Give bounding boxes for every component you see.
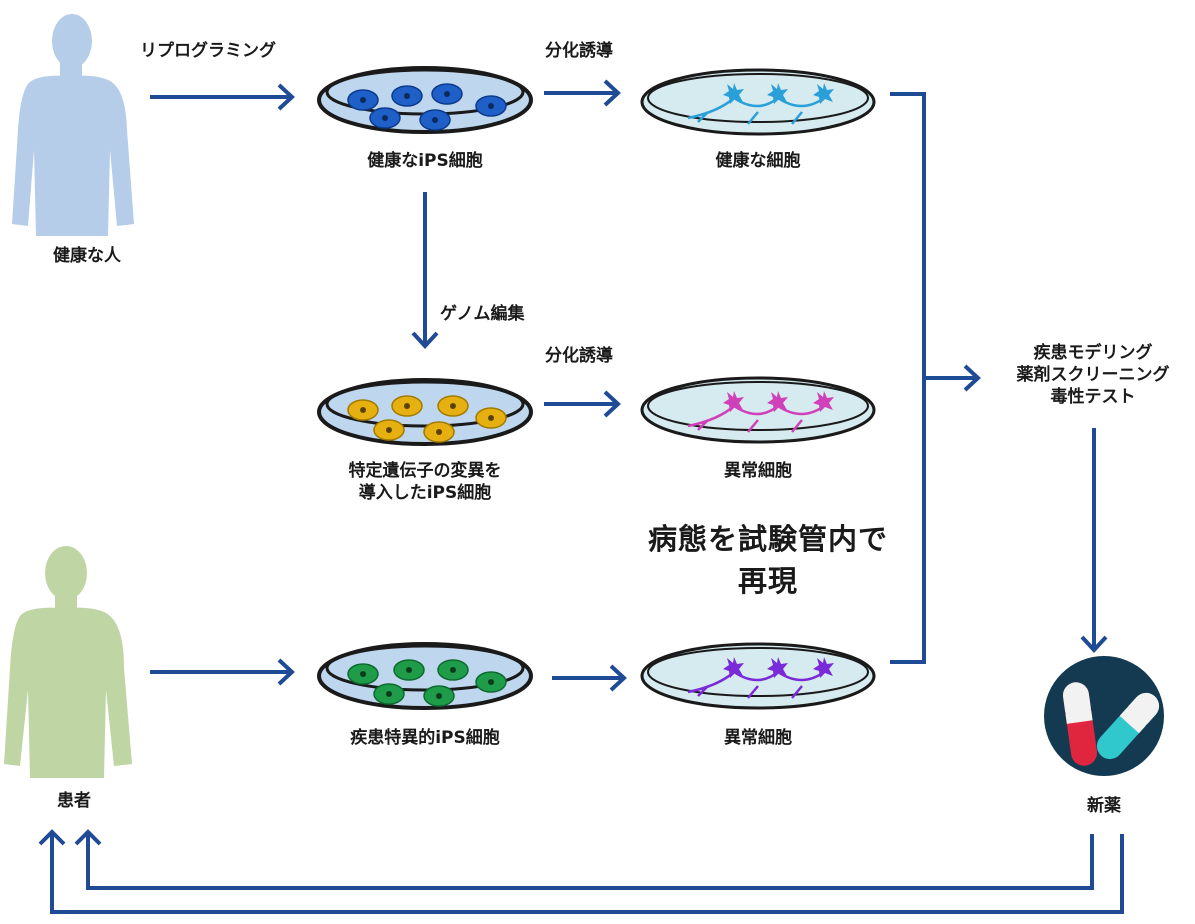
in-vitro-caption: 病態を試験管内で 再現 [648,518,888,602]
applications-line3: 毒性テスト [1050,387,1136,408]
edited-ips-label-line1: 特定遺伝子の変異を [348,461,502,481]
applications-line2: 薬剤スクリーニング [1016,365,1170,386]
edited-ips-label-line2: 導入したiPS細胞 [358,483,492,504]
dish-edited-ips [317,378,533,446]
abnormal-cell-bottom-label: 異常細胞 [724,728,792,748]
healthy-person-icon [12,14,134,237]
healthy-person-label: 健康な人 [53,246,121,266]
arrows [38,79,1124,914]
healthy-cell-label: 健康な細胞 [715,151,801,171]
edited-ips-label: 特定遺伝子の変異を 導入したiPS細胞 [349,460,502,504]
feedback-inner [86,832,1094,890]
new-drug-label: 新薬 [1087,796,1121,816]
patient-label: 患者 [57,791,91,811]
patient-icon [4,546,132,778]
applications-label: 疾患モデリング 薬剤スクリーニング 毒性テスト [1017,342,1170,408]
abnormal-cell-mid-label: 異常細胞 [724,461,792,481]
dish-abnormal-cells-mid [640,376,876,444]
applications-line1: 疾患モデリング [1033,343,1153,363]
in-vitro-caption-line2: 再現 [737,564,799,599]
dish-healthy-cells [640,68,876,136]
dish-patient-ips [317,642,533,710]
dish-abnormal-cells-bottom [640,642,876,710]
dish-healthy-ips [317,66,533,134]
diff-top-label: 分化誘導 [545,41,613,61]
feedback-outer [50,832,1124,914]
diff-mid-label: 分化誘導 [545,346,613,366]
reprogramming-label: リプログラミング [140,41,276,61]
collector-bracket [890,92,926,664]
patient-ips-label: 疾患特異的iPS細胞 [350,728,500,748]
genome-editing-label: ゲノム編集 [440,304,525,324]
in-vitro-caption-line1: 病態を試験管内で [647,522,889,556]
healthy-ips-label: 健康なiPS細胞 [367,151,483,171]
capsule-pill-icon [1044,656,1164,776]
